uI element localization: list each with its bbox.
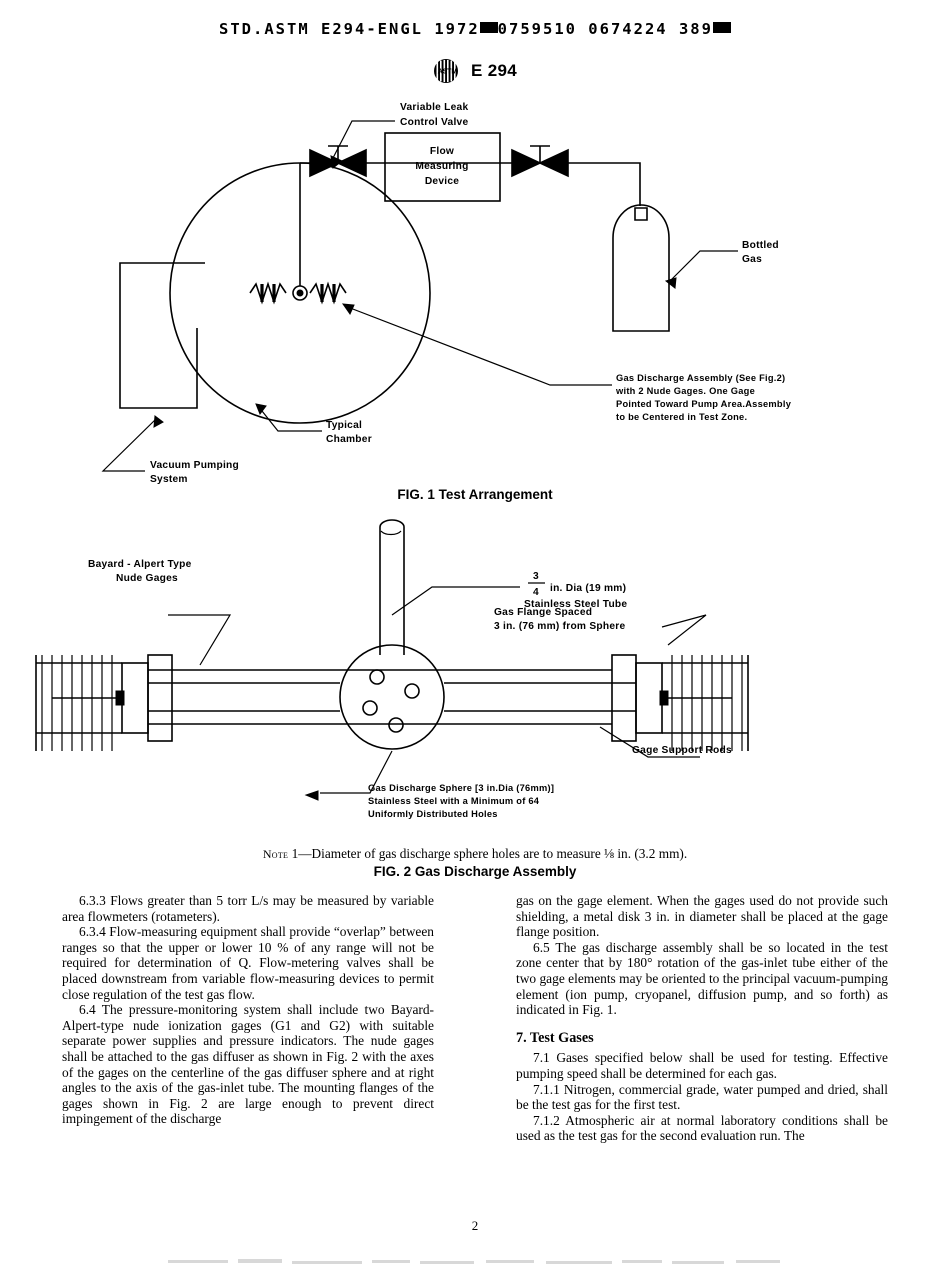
gas-discharge-assembly-symbol (249, 163, 347, 305)
bottled-gas-label-line2: Gas (742, 254, 762, 265)
barcode-number: 0759510 0674224 389 (497, 20, 713, 38)
gas-flange-label-line1b: Gas Flange Spaced (494, 607, 592, 618)
left-nude-gage (35, 655, 125, 751)
section-heading-test-gases: 7. Test Gases (516, 1029, 594, 1046)
tube-label-line2: Stainless Steel Tube (524, 599, 627, 610)
barcode-header: STD.ASTM E294-ENGL 1972 0759510 0674224 3… (0, 20, 950, 38)
gage-support-rods-label: Gage Support Rods (632, 745, 732, 756)
assembly-label-line4: to be Centered in Test Zone. (616, 412, 747, 422)
paragraph-7-1-2: 7.1.2 Atmospheric air at normal laborato… (516, 1112, 888, 1144)
flow-label-line3: Device (425, 176, 459, 187)
gas-discharge-sphere (339, 644, 445, 750)
logo-row: A S T M E 294 (0, 58, 950, 84)
flow-label-line1: Flow (430, 146, 454, 157)
figure-1-caption: FIG. 1 Test Arrangement (397, 487, 553, 502)
astm-logo-icon: A S T M (434, 59, 459, 83)
variable-leak-control-valve-symbol (309, 145, 367, 178)
figure-1-test-arrangement: Flow Measuring Device Variable Leak Cont… (0, 88, 950, 488)
body-columns: 6.3.3 Flows greater than 5 torr L/s may … (62, 893, 888, 1203)
note-prefix: Note (262, 847, 289, 861)
sphere-label-line3: Uniformly Distributed Holes (368, 809, 498, 819)
barcode-block-right (712, 22, 731, 33)
bottled-gas-label-line1: Bottled (742, 240, 779, 251)
vacuum-pumping-label-line1: Vacuum Pumping (150, 460, 239, 471)
tube-fraction-denominator: 4 (533, 587, 539, 598)
assembly-label-line1: Gas Discharge Assembly (See Fig.2) (616, 373, 785, 383)
page-number: 2 (471, 1218, 479, 1233)
paragraph-6-5: 6.5 The gas discharge assembly shall be … (516, 939, 888, 1018)
sphere-label-line2: Stainless Steel with a Minimum of 64 (368, 796, 540, 806)
tube-fraction-numerator: 3 (533, 571, 539, 582)
svg-text:S: S (443, 69, 448, 76)
scan-artifact-marks (168, 1259, 780, 1264)
variable-leak-label-line1: Variable Leak (400, 102, 468, 113)
bayard-label-line2: Nude Gages (116, 573, 178, 584)
figure-2-drawing: 3 4 in. Dia (19 mm) Stainless Steel Tube… (35, 519, 749, 819)
figure-1-drawing: Flow Measuring Device Variable Leak Cont… (101, 102, 792, 485)
sphere-label-line1: Gas Discharge Sphere [3 in.Dia (76mm)] (368, 783, 554, 793)
logo-wrap: A S T M E 294 (433, 58, 517, 84)
svg-text:M: M (451, 69, 457, 76)
left-gage-flange (121, 654, 173, 742)
document-code: E 294 (471, 61, 517, 80)
bayard-label-line1: Bayard - Alpert Type (88, 559, 192, 570)
assembly-label-line2: with 2 Nude Gages. One Gage (615, 386, 755, 396)
bottled-gas-cylinder (612, 204, 670, 332)
right-column: gas on the gage element. When the gages … (516, 893, 888, 1144)
svg-text:A: A (438, 69, 443, 76)
paragraph-7-1: 7.1 Gases specified below shall be used … (516, 1050, 888, 1081)
paragraph-6-3-3: 6.3.3 Flows greater than 5 torr L/s may … (62, 893, 434, 924)
right-valve-symbol (511, 145, 569, 178)
right-nude-gage (659, 655, 749, 751)
tube-label-line1: in. Dia (19 mm) (550, 583, 626, 594)
vacuum-pumping-label-line2: System (150, 474, 188, 485)
note-text: 1—Diameter of gas discharge sphere holes… (291, 846, 688, 861)
typical-chamber-label-line2: Chamber (326, 434, 372, 445)
gas-flange-label-line2: 3 in. (76 mm) from Sphere (494, 621, 625, 632)
paragraph-6-4-continuation: gas on the gage element. When the gages … (516, 893, 888, 940)
assembly-label-line3: Pointed Toward Pump Area.Assembly (616, 399, 792, 409)
svg-text:T: T (447, 69, 452, 76)
paragraph-6-4: 6.4 The pressure-monitoring system shall… (62, 1002, 434, 1127)
figure-2-caption: FIG. 2 Gas Discharge Assembly (373, 864, 577, 879)
figure-2-note: Note 1—Diameter of gas discharge sphere … (0, 846, 950, 862)
left-column: 6.3.3 Flows greater than 5 torr L/s may … (62, 893, 434, 1127)
paragraph-6-3-4: 6.3.4 Flow-measuring equipment shall pro… (62, 924, 434, 1002)
variable-leak-label-line2: Control Valve (400, 117, 468, 128)
right-gage-flange (611, 654, 663, 742)
figure-2-gas-discharge-assembly: 3 4 in. Dia (19 mm) Stainless Steel Tube… (0, 505, 950, 840)
scan-artifact (0, 1255, 950, 1269)
barcode-standard-id: STD.ASTM E294-ENGL 1972 (219, 20, 480, 38)
stainless-steel-tube (379, 519, 405, 645)
flow-label-line2: Measuring (415, 161, 468, 172)
typical-chamber-label-line1: Typical (326, 420, 362, 431)
barcode-block-left (479, 22, 498, 33)
paragraph-7-1-1: 7.1.1 Nitrogen, commercial grade, water … (516, 1081, 888, 1113)
